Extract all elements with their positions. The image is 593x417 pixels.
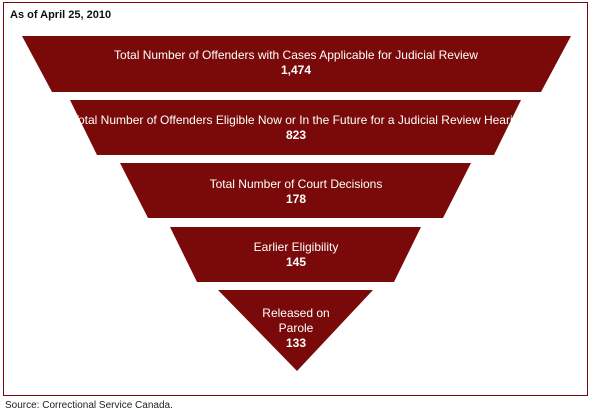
funnel-stage-3-label: Total Number of Court Decisions 178	[146, 177, 446, 207]
stage-5-text-line2: Parole	[278, 321, 314, 335]
source-note: Source: Correctional Service Canada.	[5, 400, 173, 411]
stage-2-text: Total Number of Offenders Eligible Now o…	[72, 113, 526, 127]
funnel-stage-1-shape	[22, 36, 571, 92]
stage-1-text: Total Number of Offenders with Cases App…	[114, 48, 478, 62]
funnel-stage-1-label: Total Number of Offenders with Cases App…	[46, 48, 546, 78]
stage-5-value: 133	[285, 336, 307, 350]
funnel-stage-2-shape	[70, 100, 521, 155]
funnel-stage-3-shape	[120, 163, 471, 218]
stage-2-value: 823	[285, 128, 307, 142]
stage-3-text: Total Number of Court Decisions	[209, 177, 383, 191]
funnel-stage-2-label: Total Number of Offenders Eligible Now o…	[72, 113, 526, 143]
stage-5-text-line1: Released on	[262, 306, 330, 320]
stage-4-value: 145	[285, 255, 307, 269]
funnel-stage-4-shape	[170, 227, 421, 282]
as-of-date: As of April 25, 2010	[10, 9, 112, 21]
stage-4-text: Earlier Eligibility	[253, 240, 339, 254]
stage-3-value: 178	[285, 192, 307, 206]
funnel-stage-4-label: Earlier Eligibility 145	[196, 240, 396, 270]
stage-1-value: 1,474	[280, 63, 312, 77]
funnel-stage-5-shape	[218, 290, 373, 371]
funnel-stage-5-label: Released on Parole 133	[236, 306, 356, 351]
